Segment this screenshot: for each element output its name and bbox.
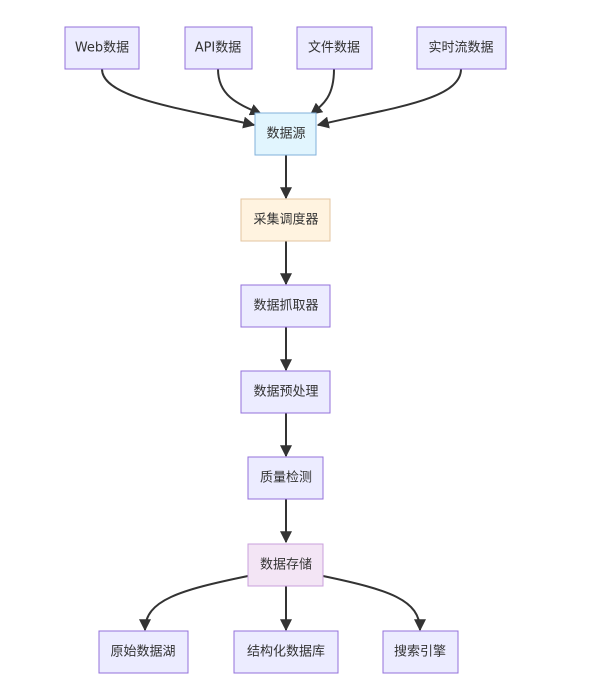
edge-web-to-source (101, 68, 256, 129)
edge-storage-to-search (322, 575, 426, 632)
node-file-data-label: 文件数据 (308, 41, 360, 56)
nodes-group: Web数据 API数据 文件数据 实时流数据 数据源 采集调度器 数据抓取器 (64, 26, 507, 674)
node-data-source[interactable]: 数据源 (254, 112, 317, 156)
edges-group (101, 68, 462, 632)
node-quality-check[interactable]: 质量检测 (247, 456, 324, 500)
node-structured-db-box (233, 630, 339, 674)
edge-storage-to-lake (139, 575, 249, 632)
node-preprocess-box (240, 370, 331, 414)
node-data-source-box (254, 112, 317, 156)
node-data-storage-label: 数据存储 (260, 558, 312, 573)
node-raw-data-lake-label: 原始数据湖 (110, 645, 175, 660)
node-web-data-label: Web数据 (75, 41, 129, 56)
node-search-engine-label: 搜索引擎 (394, 645, 446, 660)
edge-stream-to-source (316, 68, 462, 129)
node-stream-data[interactable]: 实时流数据 (416, 26, 507, 70)
node-quality-check-box (247, 456, 324, 500)
node-stream-data-box (416, 26, 507, 70)
node-file-data-box (296, 26, 373, 70)
node-data-source-label: 数据源 (266, 127, 305, 142)
node-data-storage[interactable]: 数据存储 (247, 543, 324, 587)
node-search-engine-box (382, 630, 459, 674)
node-fetcher[interactable]: 数据抓取器 (240, 284, 331, 328)
node-scheduler[interactable]: 采集调度器 (240, 198, 331, 242)
node-data-storage-box (247, 543, 324, 587)
node-stream-data-label: 实时流数据 (428, 41, 493, 56)
edge-api-to-source (217, 68, 263, 116)
node-quality-check-label: 质量检测 (260, 471, 312, 486)
node-scheduler-label: 采集调度器 (253, 212, 318, 228)
node-web-data[interactable]: Web数据 (64, 26, 140, 70)
node-file-data[interactable]: 文件数据 (296, 26, 373, 70)
node-scheduler-box (240, 198, 331, 242)
node-search-engine[interactable]: 搜索引擎 (382, 630, 459, 674)
node-raw-data-lake[interactable]: 原始数据湖 (98, 630, 189, 674)
node-structured-db-label: 结构化数据库 (247, 644, 325, 660)
node-preprocess[interactable]: 数据预处理 (240, 370, 331, 414)
node-fetcher-label: 数据抓取器 (253, 299, 318, 314)
node-raw-data-lake-box (98, 630, 189, 674)
node-api-data-label: API数据 (195, 41, 242, 56)
node-api-data-box (184, 26, 253, 70)
node-fetcher-box (240, 284, 331, 328)
node-web-data-box (64, 26, 140, 70)
node-preprocess-label: 数据预处理 (253, 385, 318, 400)
node-structured-db[interactable]: 结构化数据库 (233, 630, 339, 674)
node-api-data[interactable]: API数据 (184, 26, 253, 70)
edge-file-to-source (310, 68, 335, 115)
